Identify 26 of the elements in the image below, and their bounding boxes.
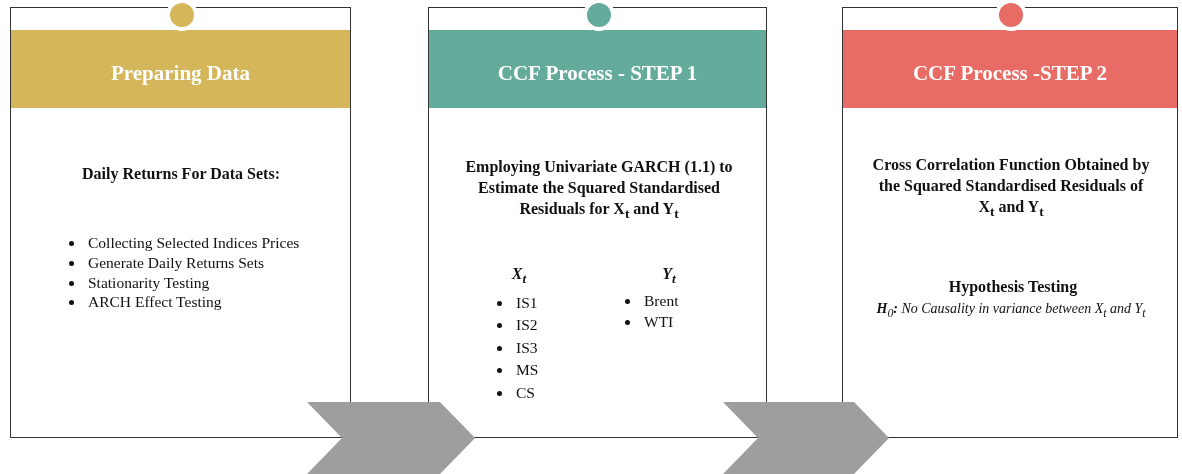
bullet-item: IS3 — [516, 338, 538, 358]
header-title: Preparing Data — [111, 60, 250, 86]
bullet-item: Stationarity Testing — [88, 273, 210, 293]
bullet-item: WTI — [644, 312, 674, 332]
step-description: Cross Correlation Function Obtained by the Squared Standardised Residuals of X$_{t}$ and Y$_{t}$ — [871, 155, 1151, 222]
column-heading: Y$_{t}$ — [661, 264, 677, 289]
header-band — [843, 30, 1177, 108]
bullet-item: Brent — [644, 291, 679, 311]
step-description: Employing Univariate GARCH (1.1) to Estimate the Squared Standardised Residuals for X$_{t}$ and Y$_{t}$ — [464, 157, 734, 224]
bullet-item: IS1 — [516, 293, 538, 313]
bullet-item: CS — [516, 383, 535, 403]
chevron-arrow — [723, 402, 889, 474]
section-heading: Hypothesis Testing — [947, 277, 1079, 297]
header-band — [11, 30, 350, 108]
bullet-item: ARCH Effect Testing — [88, 292, 222, 312]
column-heading: X$_{t}$ — [510, 264, 528, 289]
hypothesis-text: H$_{0}$: No Causality in variance between X$_{t}$ and Y$_{t}$ — [875, 300, 1147, 322]
bullet-item: Generate Daily Returns Sets — [88, 253, 265, 273]
bullet-item: Collecting Selected Indices Prices — [88, 233, 300, 253]
bullet-item: IS2 — [516, 315, 538, 335]
header-title: CCF Process - STEP 1 — [497, 60, 698, 86]
step-description: Daily Returns For Data Sets: — [81, 164, 281, 184]
header-band — [429, 30, 766, 108]
header-title: CCF Process -STEP 2 — [912, 60, 1108, 86]
bullet-item: MS — [516, 360, 539, 380]
chevron-arrow — [307, 402, 475, 474]
